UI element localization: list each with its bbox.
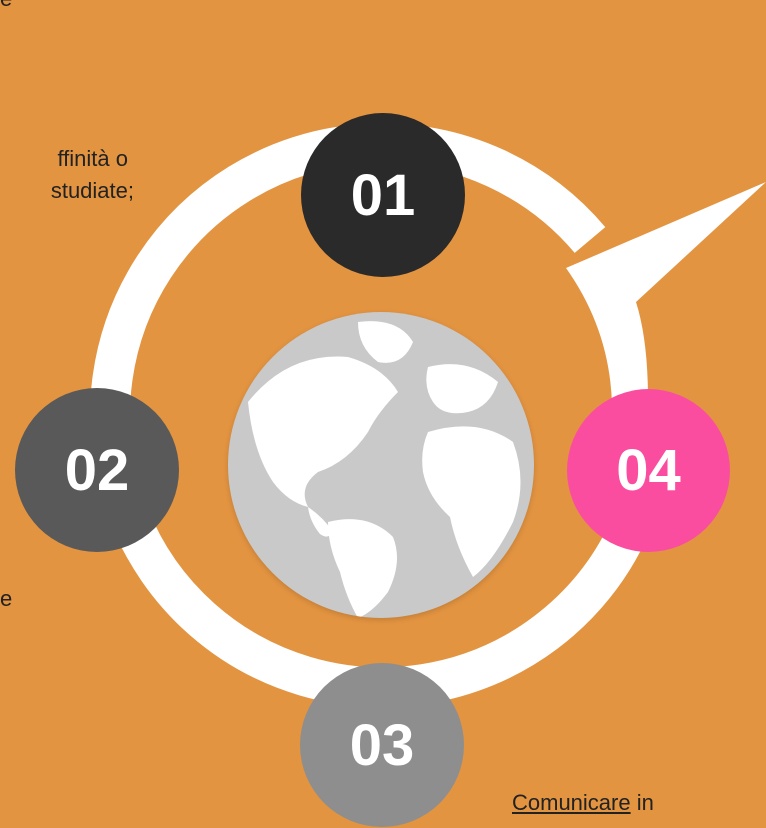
globe-icon — [228, 312, 534, 618]
text-fragment-bottom: Comunicare in — [512, 790, 654, 816]
speech-pointer — [566, 182, 766, 405]
step-02-label: 02 — [64, 437, 130, 503]
text-fragment-line1: ffinità o — [57, 146, 128, 171]
text-fragment-line2: studiate; — [50, 178, 134, 203]
comunicare-link[interactable]: Comunicare — [512, 790, 631, 815]
step-02-circle: 02 — [15, 388, 179, 552]
step-04-circle: 04 — [567, 389, 730, 552]
step-04-label: 04 — [616, 438, 681, 503]
text-fragment-top: e — [0, 0, 12, 12]
step-01-circle: 01 — [301, 113, 465, 277]
step-01-label: 01 — [350, 162, 416, 228]
text-fragment-line3: e — [0, 586, 13, 611]
step-03-circle: 03 — [300, 663, 464, 827]
step-03-label: 03 — [349, 712, 415, 778]
text-fragment-bottom-rest: in — [630, 790, 654, 815]
